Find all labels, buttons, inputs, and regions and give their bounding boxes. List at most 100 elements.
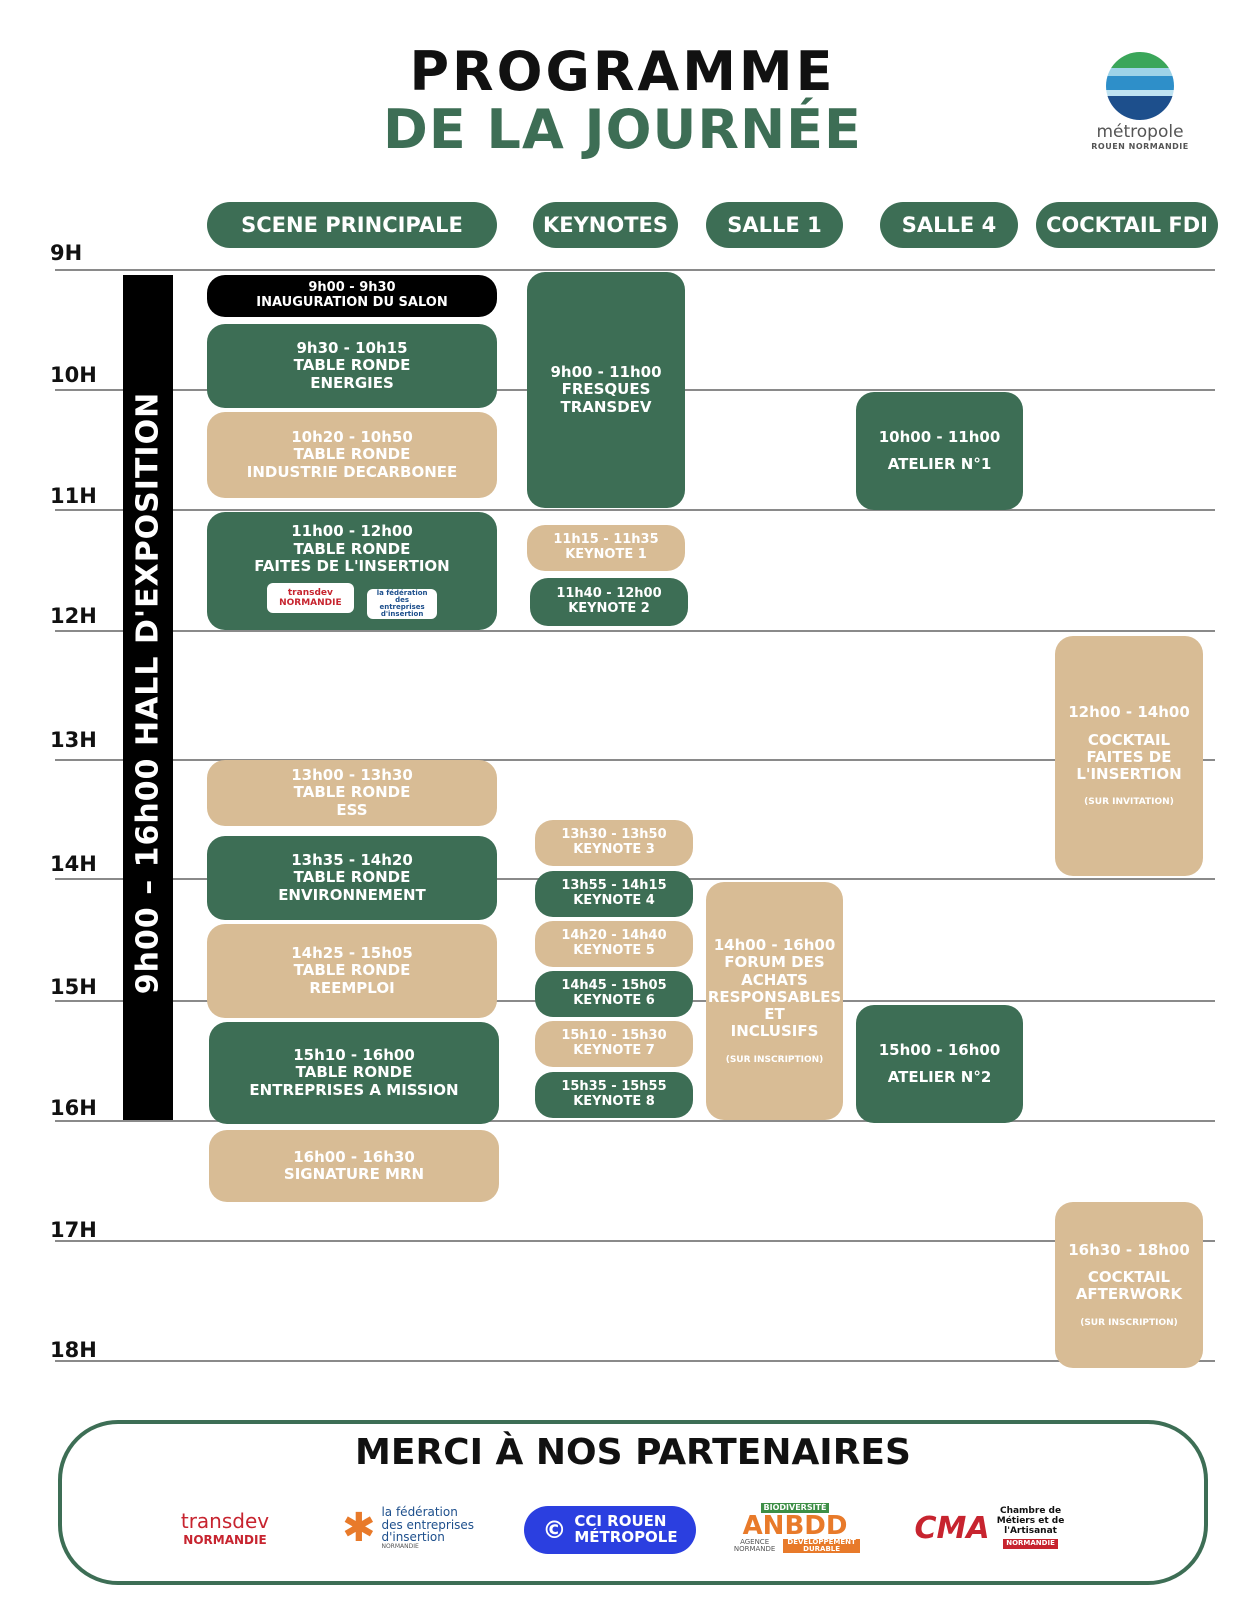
event-note: (SUR INSCRIPTION)	[725, 1054, 824, 1065]
hour-label-13: 13H	[50, 728, 97, 752]
event-environnement[interactable]: 13h35 - 14h20 TABLE RONDE ENVIRONNEMENT	[207, 836, 497, 920]
event-title: TABLE RONDE	[293, 961, 411, 980]
event-title: TABLE RONDE	[295, 1063, 413, 1082]
event-title: INAUGURATION DU SALON	[256, 295, 448, 310]
title-line-2: DE LA JOURNÉE	[383, 98, 862, 161]
event-energies[interactable]: 9h30 - 10h15 TABLE RONDE ENERGIES	[207, 324, 497, 408]
event-keynote-2[interactable]: 11h40 - 12h00 KEYNOTE 2	[530, 578, 688, 626]
event-title: ATELIER N°2	[887, 1068, 992, 1086]
event-time: 15h00 - 16h00	[878, 1040, 1001, 1059]
event-cocktail-afterwork[interactable]: 16h30 - 18h00 COCKTAIL AFTERWORK (SUR IN…	[1055, 1202, 1203, 1368]
partner-anbdd[interactable]: BIODIVERSITÉ ANBDD AGENCE NORMANDE DÉVEL…	[730, 1498, 860, 1558]
event-keynote-8[interactable]: 15h35 - 15h55 KEYNOTE 8	[535, 1072, 693, 1118]
logo-sub: ROUEN NORMANDIE	[1091, 142, 1189, 151]
event-title: KEYNOTE 3	[573, 842, 655, 857]
event-title: KEYNOTE 5	[573, 943, 655, 958]
event-line: FORUM DES	[724, 953, 825, 972]
event-ess[interactable]: 13h00 - 13h30 TABLE RONDE ESS	[207, 760, 497, 826]
event-note: (SUR INVITATION)	[1084, 797, 1174, 808]
event-fresques[interactable]: 9h00 - 11h00 FRESQUES TRANSDEV	[527, 272, 685, 508]
cci-icon: ©	[542, 1516, 567, 1544]
event-title: SIGNATURE MRN	[283, 1165, 425, 1183]
event-title: FRESQUES	[561, 380, 651, 399]
event-insertion[interactable]: 11h00 - 12h00 TABLE RONDE FAITES DE L'IN…	[207, 512, 497, 630]
col-header-cocktail: COCKTAIL FDI	[1036, 202, 1218, 248]
event-keynote-6[interactable]: 14h45 - 15h05 KEYNOTE 6	[535, 971, 693, 1017]
event-title: ATELIER N°1	[887, 455, 992, 473]
event-inauguration[interactable]: 9h00 - 9h30 INAUGURATION DU SALON	[207, 275, 497, 317]
partner-sub: NORMANDIE	[183, 1533, 267, 1547]
event-line: AFTERWORK	[1075, 1285, 1183, 1304]
event-forum-achats[interactable]: 14h00 - 16h00 FORUM DES ACHATS RESPONSAB…	[706, 882, 843, 1120]
hour-line	[55, 630, 1215, 632]
partner-line: Chambre de Métiers et de l'Artisanat	[996, 1506, 1065, 1537]
event-title: KEYNOTE 1	[565, 547, 647, 562]
event-time: 11h15 - 11h35	[553, 532, 659, 548]
event-line: L'INSERTION	[1076, 765, 1182, 784]
partner-transdev[interactable]: transdev NORMANDIE	[160, 1498, 290, 1558]
event-entreprises-mission[interactable]: 15h10 - 16h00 TABLE RONDE ENTREPRISES A …	[209, 1022, 499, 1124]
event-keynote-4[interactable]: 13h55 - 14h15 KEYNOTE 4	[535, 871, 693, 917]
event-keynote-3[interactable]: 13h30 - 13h50 KEYNOTE 3	[535, 820, 693, 866]
hour-label-12: 12H	[50, 604, 97, 628]
event-time: 14h00 - 16h00	[713, 936, 836, 955]
partner-cci[interactable]: © CCI ROUEN MÉTROPOLE	[524, 1506, 696, 1554]
event-time: 9h00 - 9h30	[308, 280, 396, 296]
event-industrie[interactable]: 10h20 - 10h50 TABLE RONDE INDUSTRIE DECA…	[207, 412, 497, 498]
event-keynote-1[interactable]: 11h15 - 11h35 KEYNOTE 1	[527, 525, 685, 571]
event-subtitle: FAITES DE L'INSERTION	[254, 556, 450, 575]
event-line: INCLUSIFS	[730, 1022, 819, 1041]
event-line: ACHATS	[741, 970, 808, 989]
event-keynote-7[interactable]: 15h10 - 15h30 KEYNOTE 7	[535, 1021, 693, 1067]
event-line: ET	[764, 1005, 785, 1024]
event-reemploi[interactable]: 14h25 - 15h05 TABLE RONDE REEMPLOI	[207, 924, 497, 1018]
transdev-logo: transdev NORMANDIE	[266, 583, 354, 614]
event-subtitle: ESS	[336, 800, 368, 819]
partner-line: NORMANDIE	[1003, 1538, 1058, 1549]
federation-logo: la fédération des entreprises d'insertio…	[367, 588, 438, 619]
event-line: COCKTAIL	[1087, 1268, 1171, 1287]
event-line: FAITES DE	[1086, 747, 1172, 766]
event-time: 14h45 - 15h05	[561, 978, 667, 994]
event-title: KEYNOTE 4	[573, 893, 655, 908]
event-subtitle: ENERGIES	[310, 373, 394, 392]
hour-label-14: 14H	[50, 852, 97, 876]
partner-line: DÉVELOPPEMENT DURABLE	[783, 1539, 860, 1553]
partner-cma[interactable]: CMA Chambre de Métiers et de l'Artisanat…	[905, 1498, 1075, 1558]
col-header-salle1: SALLE 1	[706, 202, 843, 248]
hour-label-15: 15H	[50, 975, 97, 999]
event-keynote-5[interactable]: 14h20 - 14h40 KEYNOTE 5	[535, 921, 693, 967]
partner-line: ANBDD	[742, 1511, 848, 1541]
hour-line	[55, 1240, 1215, 1242]
partner-line: AGENCE NORMANDE	[733, 1538, 776, 1553]
hour-line	[55, 269, 1215, 271]
hour-line	[55, 1120, 1215, 1122]
event-atelier-2[interactable]: 15h00 - 16h00 ATELIER N°2	[856, 1005, 1023, 1123]
partners-title: MERCI À NOS PARTENAIRES	[355, 1432, 911, 1473]
hall-exposition-bar	[123, 275, 173, 1120]
event-time: 15h10 - 16h00	[293, 1046, 415, 1065]
sponsor-logos: transdev NORMANDIE la fédération des ent…	[263, 575, 441, 619]
partner-line: CMA	[914, 1510, 990, 1546]
event-line: COCKTAIL	[1087, 730, 1171, 749]
partner-line: la fédération	[381, 1504, 458, 1519]
event-signature-mrn[interactable]: 16h00 - 16h30 SIGNATURE MRN	[209, 1130, 499, 1202]
event-note: (SUR INSCRIPTION)	[1080, 1317, 1178, 1328]
hour-label-11: 11H	[50, 484, 97, 508]
event-time: 13h30 - 13h50	[561, 827, 667, 843]
metropole-logo: métropole ROUEN NORMANDIE	[1075, 52, 1205, 162]
partner-line: MÉTROPOLE	[574, 1528, 678, 1546]
hour-line	[55, 1360, 1215, 1362]
event-time: 12h00 - 14h00	[1068, 703, 1190, 722]
partner-line: BIODIVERSITÉ	[760, 1503, 830, 1513]
hour-label-18: 18H	[50, 1338, 97, 1362]
event-subtitle: TRANSDEV	[560, 397, 652, 416]
logo-word: métropole	[1096, 122, 1184, 142]
event-cocktail-insertion[interactable]: 12h00 - 14h00 COCKTAIL FAITES DE L'INSER…	[1055, 636, 1203, 876]
hour-label-17: 17H	[50, 1218, 97, 1242]
partner-line: CCI ROUEN	[574, 1512, 667, 1531]
event-atelier-1[interactable]: 10h00 - 11h00 ATELIER N°1	[856, 392, 1023, 510]
partner-federation[interactable]: ✱ la fédération des entreprises d'insert…	[328, 1498, 488, 1558]
event-title: KEYNOTE 2	[568, 601, 650, 616]
partner-line: des entreprises	[381, 1517, 475, 1532]
